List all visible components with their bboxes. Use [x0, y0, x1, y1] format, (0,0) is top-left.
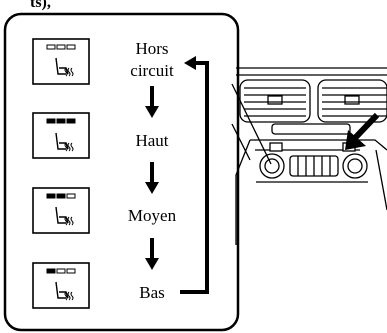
heated-seat-icon	[55, 132, 74, 152]
switch-off	[32, 38, 90, 85]
switch-high	[32, 112, 90, 159]
legend-panel	[3, 12, 240, 332]
indicator-bar-lit	[46, 118, 56, 124]
down-arrow-icon	[145, 162, 159, 194]
level-label-off-line2: circuit	[130, 61, 174, 80]
indicator-bar-lit	[46, 193, 56, 199]
callout-line	[231, 123, 251, 161]
heated-seat-icon	[55, 206, 74, 226]
indicator-bar-unlit	[66, 44, 76, 50]
callout-line	[231, 83, 272, 165]
cycle-return-arrow	[180, 56, 209, 294]
page-heading-fragment: ts),	[30, 0, 51, 11]
indicator-bar-lit	[46, 268, 56, 274]
level-label-high: Haut	[135, 131, 169, 150]
indicator-bar-unlit	[66, 193, 76, 199]
indicator-bar-unlit	[56, 44, 66, 50]
down-arrow-icon	[145, 86, 159, 118]
indicator-bar-unlit	[46, 44, 56, 50]
dashboard-illustration	[235, 67, 387, 245]
heated-seat-icon	[55, 57, 74, 77]
heated-seat-icon	[55, 281, 74, 301]
indicator-bar-lit	[66, 118, 76, 124]
level-label-off-line1: Hors	[135, 39, 169, 58]
level-label-medium: Moyen	[127, 206, 177, 225]
level-label-low: Bas	[139, 283, 165, 302]
switch-low	[32, 262, 90, 309]
down-arrow-icon	[145, 238, 159, 270]
indicator-bar-unlit	[66, 268, 76, 274]
indicator-bar-lit	[56, 118, 66, 124]
indicator-bar-unlit	[56, 268, 66, 274]
switch-medium	[32, 187, 90, 234]
indicator-bar-lit	[56, 193, 66, 199]
pointer-arrow-icon	[345, 112, 380, 150]
